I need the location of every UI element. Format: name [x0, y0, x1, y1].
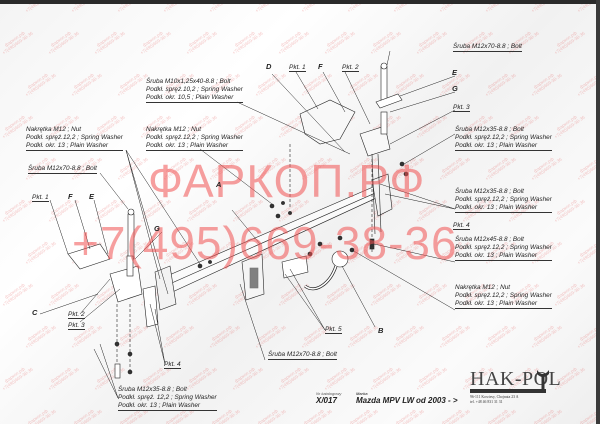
make-block: Marka Mazda MPV LW	[356, 391, 414, 405]
callout-line: Podkł. okr. 13 ; Plain Washer	[26, 142, 123, 151]
catalog-number-block: Nr katalogowy X/017	[316, 391, 341, 405]
leader-lines	[39, 50, 456, 399]
point-label-pkt5: Pkt. 5	[325, 326, 342, 334]
callout-line: Podkł. okr. 13 ; Plain Washer	[455, 252, 552, 261]
callout-line: Śruba M12x35-8.8 ; Bolt	[118, 386, 187, 393]
scan-edge	[596, 0, 600, 424]
left-mount-bracket	[67, 208, 159, 379]
callout-line: Śruba M12x70-8.8 ; Bolt	[28, 165, 97, 174]
callout-nut-right: Nakrętka M12 ; Nut Podkł. spręż.12,2 ; S…	[455, 284, 552, 309]
callout-line: Nakrętka M12 ; Nut	[455, 284, 511, 291]
callout-line: Podkł. okr. 13 ; Plain Washer	[455, 204, 552, 213]
callout-line: Podkł. spręż.12,2 ; Spring Washer	[455, 134, 552, 141]
point-label-pkt2-left: Pkt. 2	[68, 311, 85, 319]
year-block: od 2003 - >	[416, 396, 458, 405]
part-label-a: A	[216, 180, 222, 189]
point-label-pkt1-top: Pkt. 1	[289, 64, 306, 72]
logo-hook-icon	[537, 370, 549, 390]
part-label-g-left: G	[154, 224, 160, 233]
part-label-f-top: F	[318, 62, 323, 71]
part-label-f-left: F	[68, 192, 73, 201]
callout-line: Podkł. okr. 13 ; Plain Washer	[455, 300, 552, 309]
make-label: Marka	[356, 391, 368, 396]
point-label-pkt3-top: Pkt. 3	[453, 104, 470, 112]
callout-line: Śruba M12x35-8.8 ; Bolt	[455, 126, 524, 133]
catalog-label: Nr katalogowy	[316, 391, 342, 396]
tow-hitch-exploded-drawing	[39, 50, 456, 399]
callout-bolt-m12x35-right2: Śruba M12x35-8.8 ; Bolt Podkł. spręż.12,…	[455, 188, 552, 213]
logo-bar	[470, 389, 546, 393]
catalog-value: X/017	[316, 396, 337, 405]
callout-line: Podkł. spręż. 12,2 ; Spring Washer	[118, 394, 217, 401]
callout-nut-center: Nakrętka M12 ; Nut Podkł. spręż.12,2 ; S…	[146, 126, 243, 151]
callout-line: Śruba M12x45-8.8 ; Bolt	[455, 236, 524, 243]
address-line: tel. +48 46 831 31 31	[470, 400, 503, 404]
callout-line: Podkł. spręż.12,2 ; Spring Washer	[455, 196, 552, 203]
point-label-pkt1-left: Pkt. 1	[32, 194, 49, 202]
callout-line: Podkł. okr. 13 ; Plain Washer	[455, 142, 552, 151]
make-value: Mazda MPV LW	[356, 396, 415, 405]
part-label-b: B	[378, 326, 384, 335]
callout-line: Nakrętka M12 ; Nut	[26, 126, 82, 133]
point-label-pkt2-top: Pkt. 2	[342, 64, 359, 72]
tow-ball-assembly	[241, 250, 349, 301]
part-label-g-top: G	[452, 84, 458, 93]
year-value: od 2003 - >	[416, 396, 458, 405]
logo-address: 96-111 Kowiesy, Chojnata 23 A tel. +48 4…	[470, 395, 519, 405]
callout-line: Śruba M10x1,25x40-8.8 ; Bolt	[146, 78, 231, 85]
callout-bolt-m12x70-left: Śruba M12x70-8.8 ; Bolt	[28, 165, 97, 174]
callout-bolt-m10: Śruba M10x1,25x40-8.8 ; Bolt Podkł. sprę…	[146, 78, 243, 103]
callout-line: Podkł. spręż.12,2 ; Spring Washer	[455, 244, 552, 251]
address-line: 96-111 Kowiesy, Chojnata 23 A	[470, 395, 519, 399]
callout-line: Śruba M12x70-8.8 ; Bolt	[268, 351, 337, 360]
callout-bolt-m12x45-right: Śruba M12x45-8.8 ; Bolt Podkł. spręż.12,…	[455, 236, 552, 261]
top-bolt-assembly	[375, 62, 403, 135]
callout-line: Śruba M12x35-8.8 ; Bolt	[455, 188, 524, 195]
point-label-pkt4-left: Pkt. 4	[164, 361, 181, 369]
callout-bolt-m12x70-bottom: Śruba M12x70-8.8 ; Bolt	[268, 351, 337, 360]
callout-line: Śruba M12x70-8.8 ; Bolt	[453, 43, 522, 52]
part-label-c: C	[32, 308, 38, 317]
callout-bolt-m12x35-bottom: Śruba M12x35-8.8 ; Bolt Podkł. spręż. 12…	[118, 386, 217, 411]
part-label-e-top: E	[452, 68, 458, 77]
callout-line: Podkł. spręż.10,2 ; Spring Washer	[146, 86, 243, 93]
callout-line: Podkł. okr. 13 ; Plain Washer	[146, 142, 243, 151]
callout-line: Podkł. spręż.12,2 ; Spring Washer	[146, 134, 243, 141]
callout-line: Podkł. okr. 10,5 ; Plain Washer	[146, 94, 243, 103]
callout-line: Podkł. okr. 13 ; Plain Washer	[118, 402, 217, 411]
point-label-pkt3-left: Pkt. 3	[68, 322, 85, 330]
callout-nut-left: Nakrętka M12 ; Nut Podkł. spręż.12,2 ; S…	[26, 126, 123, 151]
callout-line: Nakrętka M12 ; Nut	[146, 126, 202, 133]
callout-line: Podkł. spręż.12,2 ; Spring Washer	[455, 292, 552, 299]
crossbar-beam	[154, 173, 393, 311]
part-label-d: D	[266, 62, 272, 71]
point-label-pkt4-right: Pkt. 4	[453, 222, 470, 230]
callout-bolt-m12x35-right1: Śruba M12x35-8.8 ; Bolt Podkł. spręż.12,…	[455, 126, 552, 151]
callout-line: Podkł. spręż.12,2 ; Spring Washer	[26, 134, 123, 141]
part-label-e-left: E	[89, 192, 95, 201]
callout-bolt-m12x70-top: Śruba M12x70-8.8 ; Bolt	[453, 43, 522, 52]
